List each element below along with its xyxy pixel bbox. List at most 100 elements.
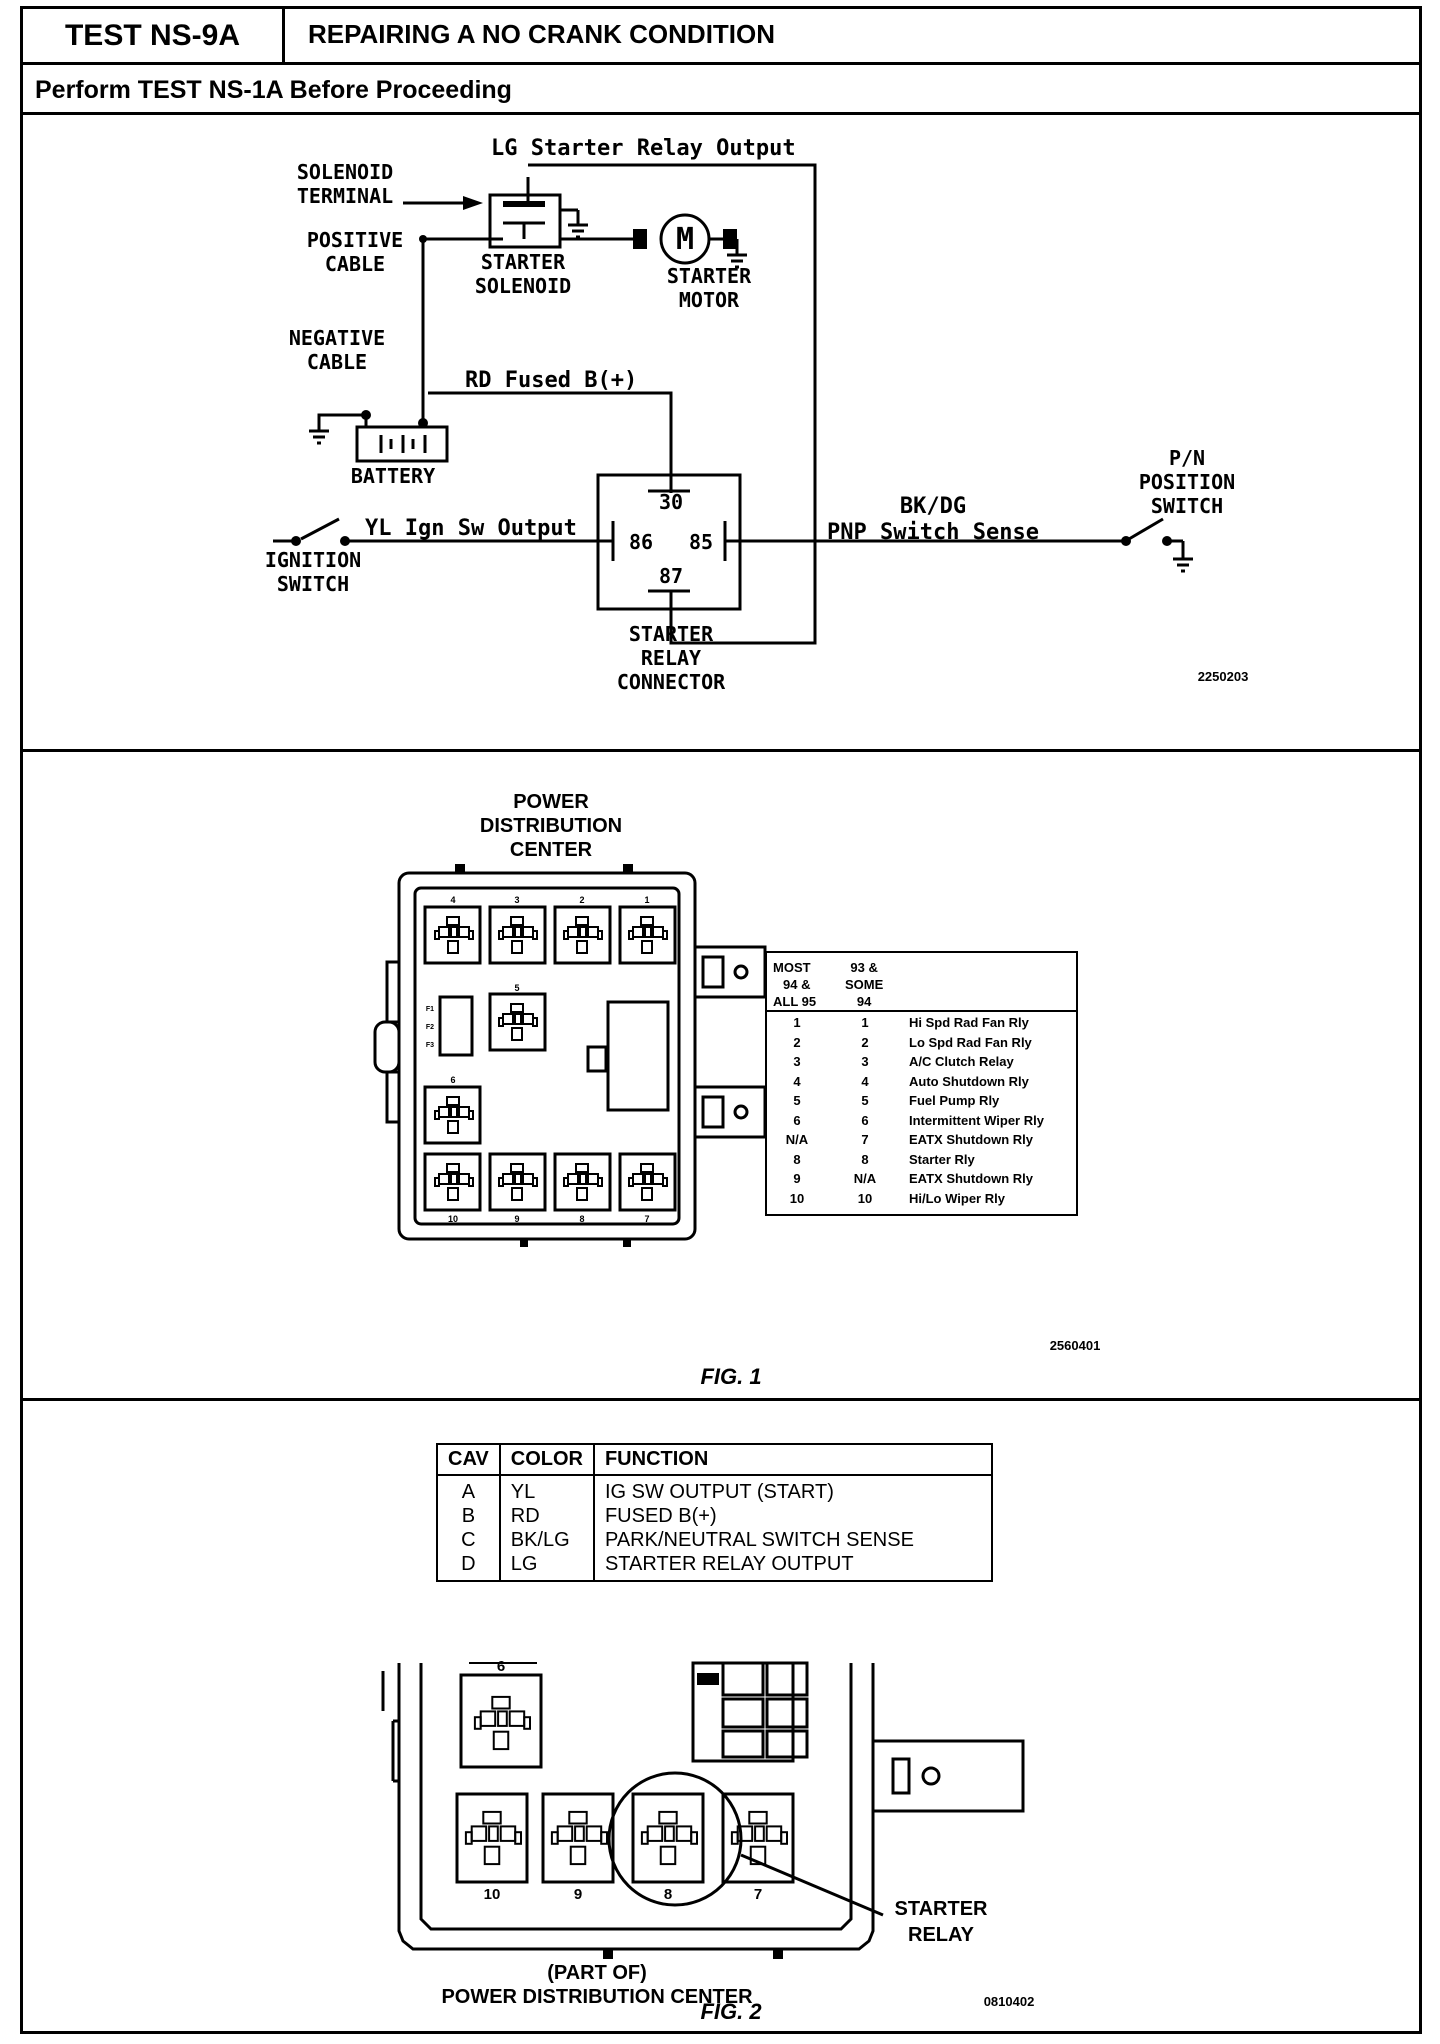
pdc2-label-7: 7 <box>754 1886 762 1903</box>
relay-row-name: Fuel Pump Rly <box>909 1093 1000 1108</box>
pdc-partial-diagram: 6 10 9 8 7 STARTER RELAY (PART OF) POWER… <box>381 1658 1035 2024</box>
cavity-function: IG SW OUTPUT (START) <box>593 1475 994 1504</box>
pdc-bottom-label-10: 10 <box>448 1214 458 1224</box>
test-page: TEST NS-9A REPAIRING A NO CRANK CONDITIO… <box>20 6 1422 2034</box>
pdc-bottom-label-8: 8 <box>579 1214 584 1224</box>
pdc2-label-9: 9 <box>574 1886 582 1903</box>
fig2-figure-code: 0810402 <box>984 1994 1035 2009</box>
part-of-label: (PART OF) <box>547 1962 647 1984</box>
relay-row-name: A/C Clutch Relay <box>909 1054 1014 1069</box>
starter-motor-label-1: STARTER <box>667 264 752 288</box>
yl-output-label: YL Ign Sw Output <box>365 516 577 541</box>
relay-row: N/A 7 EATX Shutdown Rly <box>767 1132 1076 1152</box>
pn-switch-label-1: P/N <box>1169 446 1205 470</box>
schematic-section: LG Starter Relay Output RD Fused B(+) YL… <box>23 115 1419 752</box>
pdc-title-3: CENTER <box>510 839 593 861</box>
relay-pin-85: 85 <box>689 530 713 554</box>
relay-row-name: Hi/Lo Wiper Rly <box>909 1190 1005 1206</box>
test-id: TEST NS-9A <box>23 9 285 62</box>
cavity-function: STARTER RELAY OUTPUT <box>593 1552 994 1582</box>
starter-circuit-schematic: LG Starter Relay Output RD Fused B(+) YL… <box>265 136 1249 694</box>
relay-pin-87: 87 <box>659 564 683 588</box>
relay-row-name: Lo Spd Rad Fan Rly <box>909 1034 1032 1050</box>
relay-row-name: Auto Shutdown Rly <box>909 1073 1029 1089</box>
relay-row-name: EATX Shutdown Rly <box>909 1132 1033 1147</box>
starter-motor-label-2: MOTOR <box>679 288 740 312</box>
relay-row-most: 4 <box>793 1073 801 1089</box>
relay-pin-30: 30 <box>659 490 683 514</box>
pdc2-label-10: 10 <box>484 1886 501 1903</box>
solenoid-terminal-label-2: TERMINAL <box>297 184 393 208</box>
fig1-section: POWER DISTRIBUTION CENTER <box>23 752 1419 1401</box>
cavity-cav: C <box>436 1528 501 1552</box>
cavity-cav: B <box>436 1504 501 1528</box>
relay-row-most: 6 <box>793 1112 801 1128</box>
motor-symbol: M <box>676 222 694 257</box>
relay-row-name: Hi Spd Rad Fan Rly <box>909 1015 1029 1030</box>
pdc-middle-label-5: 5 <box>514 983 519 993</box>
positive-cable-label-1: POSITIVE <box>307 228 403 252</box>
starter-solenoid-label-2: SOLENOID <box>475 274 571 298</box>
relay-row-some: 1 <box>861 1015 869 1030</box>
relay-row-most: 3 <box>793 1054 801 1069</box>
relay-row-some: 7 <box>861 1132 869 1147</box>
relay-col-header-some: 93 & SOME 94 <box>845 960 884 1009</box>
pnp-sense-label: PNP Switch Sense <box>827 520 1039 545</box>
negative-cable-label-1: NEGATIVE <box>289 326 385 350</box>
cavity-cav: D <box>436 1552 501 1582</box>
pdc-top-label-1: 1 <box>644 895 649 905</box>
pdc-bottom-label-7: 7 <box>644 1214 649 1224</box>
pdc-title-2: DISTRIBUTION <box>480 815 622 837</box>
prerequisite-note: Perform TEST NS-1A Before Proceeding <box>23 65 1419 115</box>
starter-solenoid-label-1: STARTER <box>481 250 566 274</box>
positive-cable-label-2: CABLE <box>325 252 385 276</box>
rd-fused-label: RD Fused B(+) <box>465 368 637 393</box>
cavity-color: YL <box>499 1475 595 1504</box>
bk-dg-label: BK/DG <box>900 494 966 519</box>
function-header: FUNCTION <box>592 1443 994 1476</box>
starter-relay-callout-2: RELAY <box>908 1924 975 1946</box>
cavity-color: RD <box>499 1504 595 1528</box>
relay-row-most: 10 <box>789 1190 805 1206</box>
schematic-figure-code: 2250203 <box>1198 669 1249 684</box>
relay-connector-label-1: STARTER <box>629 622 714 646</box>
pdc-title-1: POWER <box>513 791 589 813</box>
cavity-function: FUSED B(+) <box>593 1504 994 1528</box>
relay-row-some: N/A <box>853 1171 877 1186</box>
pdc2-label-8: 8 <box>664 1886 672 1903</box>
pdc-top-label-2: 2 <box>579 895 584 905</box>
pdc-bottom-label-9: 9 <box>514 1214 519 1224</box>
pdc-top-label-4: 4 <box>450 895 455 905</box>
starter-relay-callout-1: STARTER <box>895 1898 989 1920</box>
relay-row-most: N/A <box>785 1132 809 1147</box>
relay-row-name: Intermittent Wiper Rly <box>909 1112 1044 1128</box>
relay-row-some: 2 <box>861 1034 869 1050</box>
fig1-figure-code: 2560401 <box>1050 1338 1101 1353</box>
relay-connector-label-2: RELAY <box>641 646 701 670</box>
cavity-color: LG <box>499 1552 595 1582</box>
relay-row-some: 5 <box>861 1093 869 1108</box>
relay-row-most: 8 <box>793 1151 801 1167</box>
fuse-label-f3: F3 <box>426 1042 434 1049</box>
cavity-color: BK/LG <box>499 1528 595 1552</box>
relay-row-name: Starter Rly <box>909 1151 975 1167</box>
cav-header: CAV <box>436 1443 501 1476</box>
relay-connector-label-3: CONNECTOR <box>617 670 726 694</box>
